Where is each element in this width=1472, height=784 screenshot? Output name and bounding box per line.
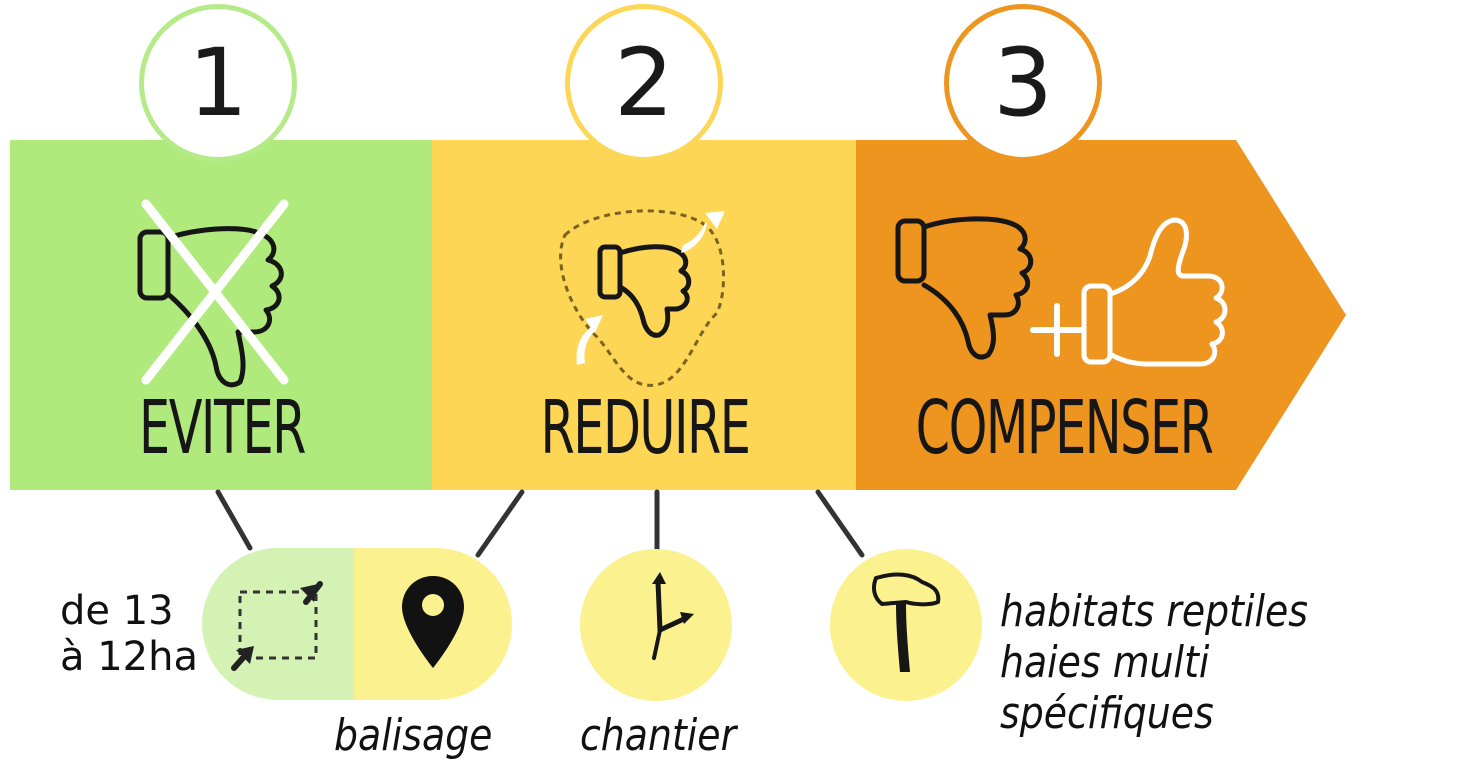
step-number-1: 1 bbox=[139, 4, 297, 162]
area-note-line2: à 12ha bbox=[60, 634, 198, 680]
area-pill-green bbox=[202, 548, 354, 700]
cross-icon bbox=[141, 199, 289, 385]
chantier-note: chantier bbox=[580, 710, 737, 761]
step-label-evite: EVITER bbox=[139, 385, 306, 471]
dashed-area-icon bbox=[231, 581, 323, 671]
reduire-thumb-down-icon bbox=[559, 209, 726, 387]
balisage-note: balisage bbox=[334, 710, 493, 761]
step-number-3: 3 bbox=[944, 4, 1102, 162]
thumb-up-icon bbox=[1081, 217, 1228, 367]
habitats-note-line1: habitats reptiles bbox=[1000, 586, 1309, 637]
area-note-line1: de 13 bbox=[60, 588, 174, 634]
map-pin-icon bbox=[402, 576, 464, 668]
area-note: de 13 à 12ha bbox=[60, 588, 198, 680]
band-evite bbox=[10, 140, 434, 490]
chantier-badge bbox=[580, 549, 732, 701]
habitats-note-line2: haies multi spécifiques bbox=[1000, 637, 1214, 739]
habitats-note: habitats reptiles haies multi spécifique… bbox=[1000, 586, 1406, 739]
step-label-reduire: REDUIRE bbox=[540, 385, 751, 471]
hammer-icon bbox=[872, 572, 941, 672]
step-number-2: 2 bbox=[565, 4, 723, 162]
compenser-thumb-down-icon bbox=[895, 216, 1034, 360]
step-label-compenser: COMPENSER bbox=[915, 385, 1214, 471]
plus-icon bbox=[1030, 303, 1084, 357]
connector-lines bbox=[215, 489, 865, 558]
band-reduire bbox=[432, 140, 858, 490]
band-compenser bbox=[856, 140, 1346, 490]
direction-arrows-icon bbox=[652, 572, 694, 660]
